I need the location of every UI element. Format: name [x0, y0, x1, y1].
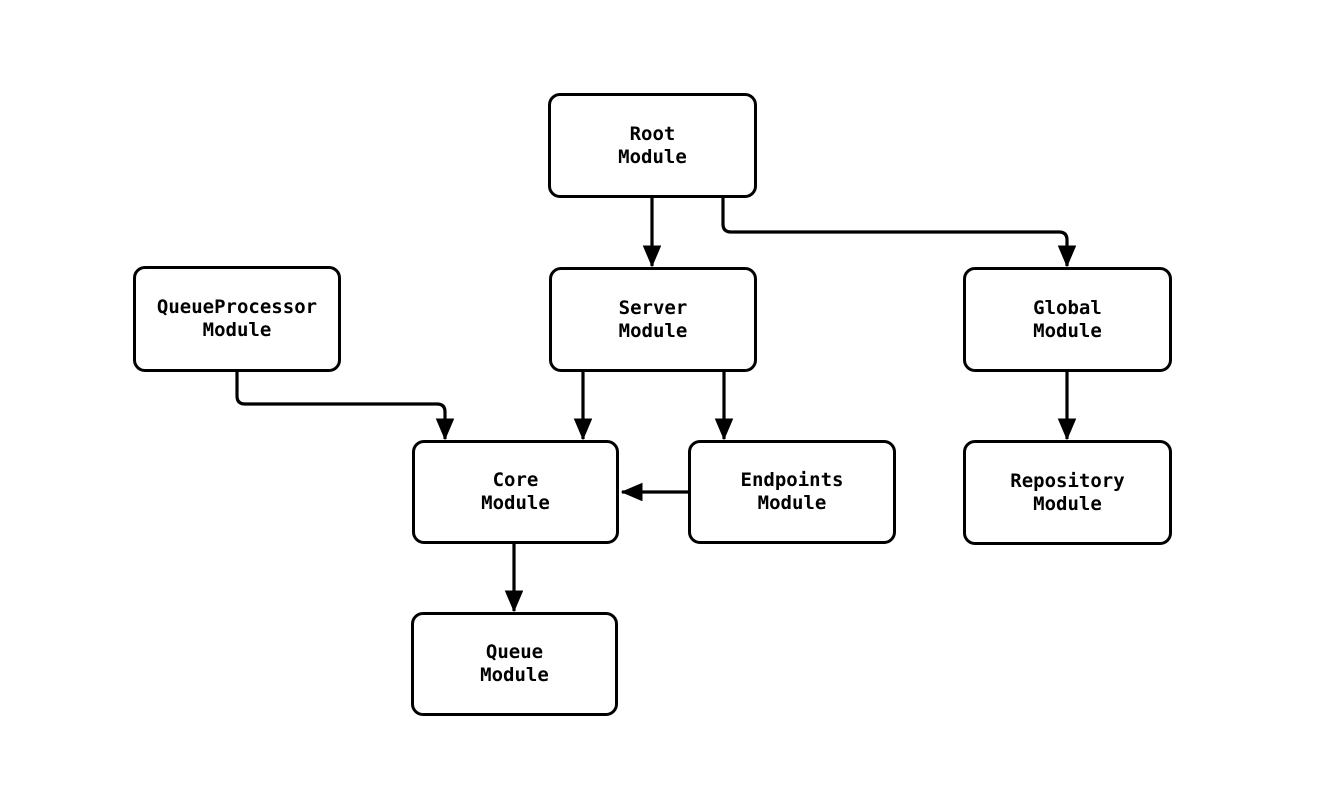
node-repository-module: Repository Module: [963, 440, 1172, 545]
node-root-module: Root Module: [548, 93, 757, 198]
node-queueprocessor-module: QueueProcessor Module: [133, 266, 341, 372]
node-queue-module: Queue Module: [411, 612, 618, 716]
node-server-module: Server Module: [549, 267, 757, 372]
node-global-module: Global Module: [963, 267, 1172, 372]
edge-root-to-global: [721, 197, 1067, 266]
node-endpoints-module: Endpoints Module: [688, 440, 896, 544]
node-core-module: Core Module: [412, 440, 619, 544]
edge-queueprocessor-to-core: [235, 372, 445, 439]
